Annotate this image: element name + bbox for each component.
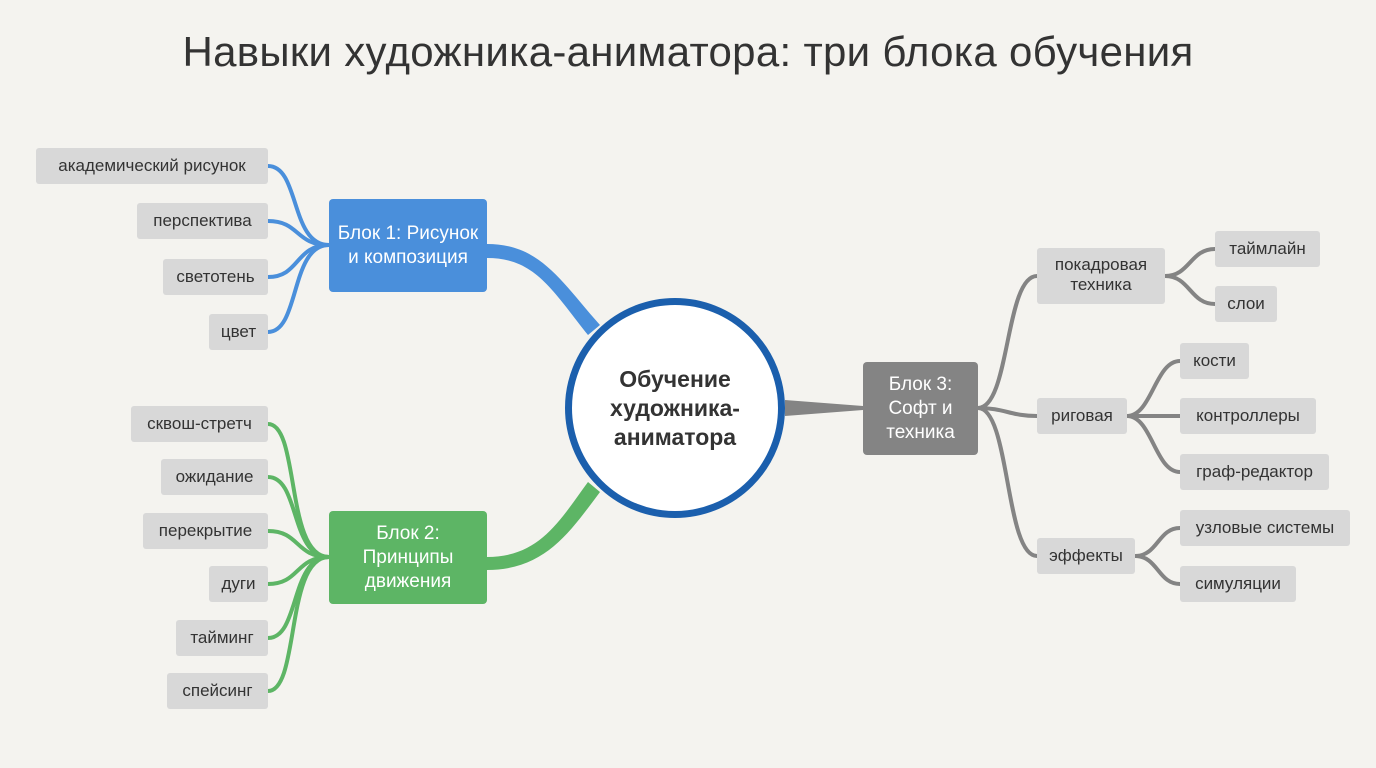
page-title: Навыки художника-аниматора: три блока об… xyxy=(182,28,1194,75)
leaf-sub2-item3[interactable]: граф-редактор xyxy=(1180,454,1329,490)
edge-center-block1 xyxy=(487,244,600,335)
leaf-b2-item6[interactable]: спейсинг xyxy=(167,673,268,709)
block3-node[interactable]: Блок 3: Софт и техника xyxy=(863,362,978,455)
leaf-b2-item5[interactable]: тайминг xyxy=(176,620,268,656)
edge-b3-sub1 xyxy=(976,274,1039,410)
edge-b2-item1 xyxy=(266,422,331,559)
leaf-b2-item1[interactable]: сквош-стретч xyxy=(131,406,268,442)
leaf-sub3-item2[interactable]: симуляции xyxy=(1180,566,1296,602)
leaf-b2-item3[interactable]: перекрытие xyxy=(143,513,268,549)
leaf-b1-item2[interactable]: перспектива xyxy=(137,203,268,239)
edge-sub1-item2 xyxy=(1163,274,1217,306)
leaf-b1-item4[interactable]: цвет xyxy=(209,314,268,350)
edge-center-block2 xyxy=(487,482,600,570)
block3-label: Блок 3: Софт и техника xyxy=(886,373,955,443)
edge-b1-item4 xyxy=(266,243,331,334)
leaf-sub2-item1[interactable]: кости xyxy=(1180,343,1249,379)
leaf-b2-item4[interactable]: дуги xyxy=(209,566,268,602)
block1-node[interactable]: Блок 1: Рисунок и композиция xyxy=(329,199,487,292)
block2-node[interactable]: Блок 2: Принципы движения xyxy=(329,511,487,604)
subgroup-b3-3[interactable]: эффекты xyxy=(1037,538,1135,574)
leaf-b1-item1[interactable]: академический рисунок xyxy=(36,148,268,184)
leaf-sub1-item1[interactable]: таймлайн xyxy=(1215,231,1320,267)
center-label: Обучение художника-аниматора xyxy=(610,365,740,450)
edge-sub3-item2 xyxy=(1133,554,1182,586)
block1-label: Блок 1: Рисунок и композиция xyxy=(337,222,479,268)
edge-sub2-item3 xyxy=(1125,414,1182,474)
edge-b1-item3 xyxy=(266,243,331,279)
subgroup-b3-1[interactable]: покадровая техника xyxy=(1037,248,1165,304)
edge-sub2-item1 xyxy=(1125,359,1182,418)
leaf-sub1-item2[interactable]: слои xyxy=(1215,286,1277,322)
subgroup-b3-2[interactable]: риговая xyxy=(1037,398,1127,434)
leaf-sub2-item2[interactable]: контроллеры xyxy=(1180,398,1316,434)
edge-sub1-item1 xyxy=(1163,247,1217,278)
leaf-b1-item3[interactable]: светотень xyxy=(163,259,268,295)
edge-center-block3 xyxy=(785,400,863,416)
block2-label: Блок 2: Принципы движения xyxy=(362,522,454,592)
edge-sub3-item1 xyxy=(1133,526,1182,558)
center-node[interactable]: Обучение художника-аниматора xyxy=(565,298,785,518)
leaf-sub3-item1[interactable]: узловые системы xyxy=(1180,510,1350,546)
edge-b2-item6 xyxy=(266,555,331,693)
edge-b3-sub3 xyxy=(976,406,1039,558)
leaf-b2-item2[interactable]: ожидание xyxy=(161,459,268,495)
